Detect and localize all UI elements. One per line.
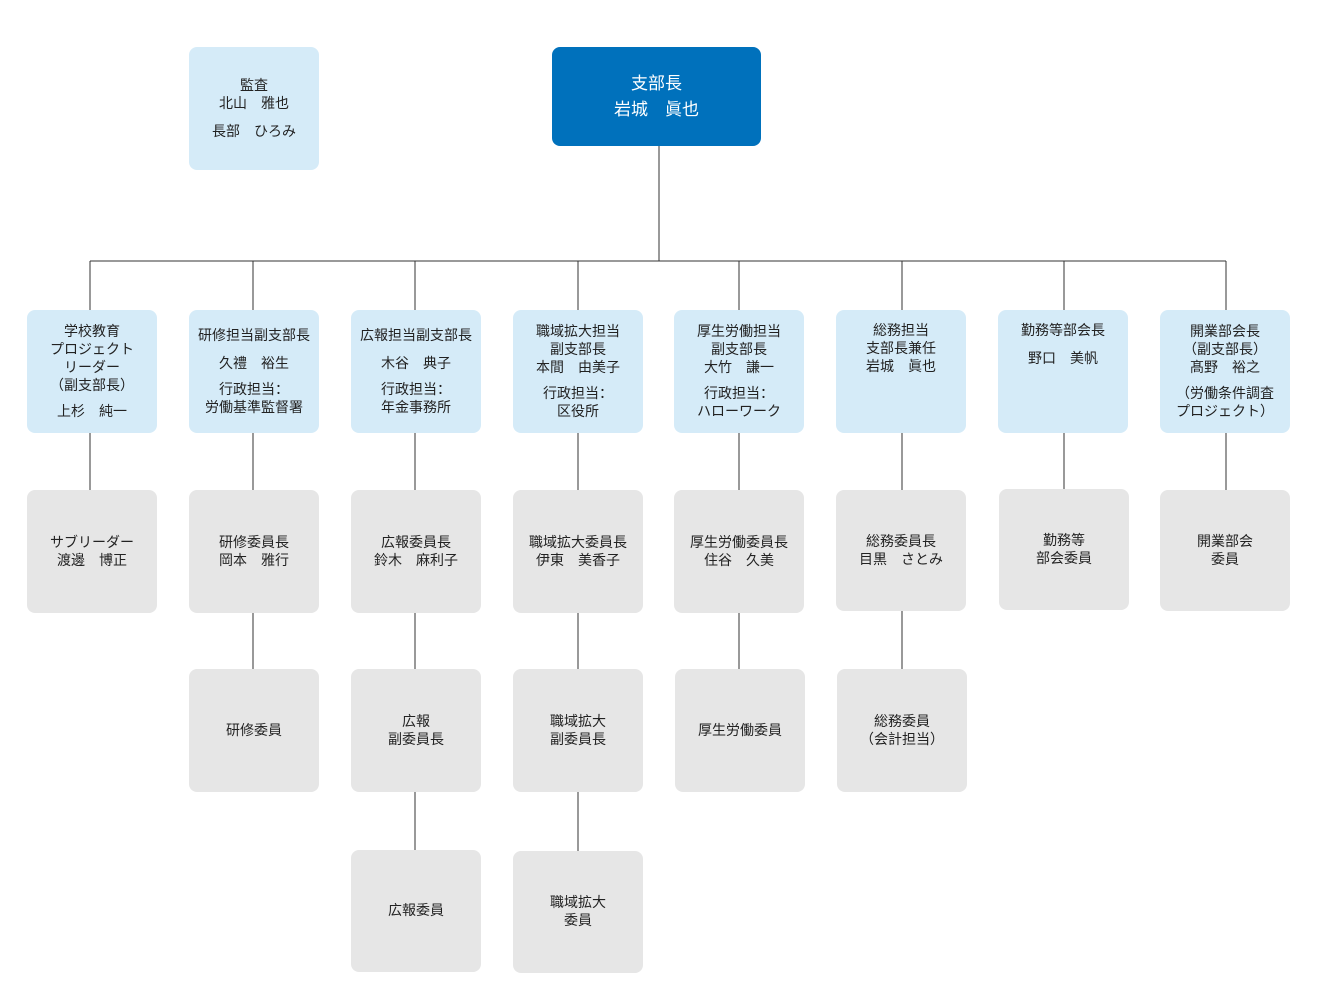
- committee-line: 広報委員: [388, 903, 444, 919]
- division-box: 総務担当 支部長兼任 岩城 眞也: [836, 310, 966, 433]
- committee-line: 広報: [402, 713, 430, 730]
- head-title: 支部長: [631, 73, 682, 94]
- division-admin: ハローワーク: [697, 403, 781, 420]
- division-role: 支部長兼任: [866, 341, 936, 357]
- division-name: 久禮 裕生: [219, 355, 289, 372]
- committee-line: 伊東 美香子: [536, 552, 620, 569]
- division-role: 総務担当: [873, 323, 929, 339]
- head-name: 岩城 眞也: [614, 99, 699, 120]
- division-role: 厚生労働担当: [697, 323, 781, 340]
- committee-line: 広報委員長: [381, 534, 451, 551]
- division-note: （労働条件調査: [1176, 385, 1274, 402]
- division-admin: 労働基準監督署: [205, 399, 303, 416]
- division-name: 大竹 謙一: [704, 359, 774, 376]
- committee-box: 総務委員長 目黒 さとみ: [836, 490, 966, 611]
- division-role: 学校教育: [64, 323, 120, 340]
- committee-box: 勤務等 部会委員: [999, 489, 1129, 610]
- committee-line: 勤務等: [1043, 532, 1085, 549]
- audit-member: 長部 ひろみ: [212, 123, 296, 140]
- committee-line: 鈴木 麻利子: [374, 552, 458, 569]
- division-box: 勤務等部会長 野口 美帆: [998, 310, 1128, 433]
- committee-line: 開業部会: [1197, 533, 1253, 550]
- committee-box: 厚生労働委員長 住谷 久美: [674, 490, 804, 613]
- committee-line: （会計担当）: [860, 731, 944, 748]
- division-role: （副支部長）: [1183, 341, 1267, 358]
- division-role: （副支部長）: [50, 377, 134, 394]
- committee-box: 職域拡大 委員: [513, 851, 643, 973]
- committee-line: 副委員長: [550, 731, 606, 748]
- audit-member: 北山 雅也: [219, 95, 289, 112]
- division-name: 本間 由美子: [536, 359, 620, 376]
- head-box: 支部長 岩城 眞也: [552, 47, 761, 146]
- committee-box: 広報 副委員長: [351, 669, 481, 792]
- division-admin: 行政担当：: [543, 385, 613, 402]
- division-role: 広報担当副支部長: [360, 327, 472, 344]
- committee-box: 研修委員長 岡本 雅行: [189, 490, 319, 613]
- committee-box: 総務委員 （会計担当）: [837, 669, 967, 792]
- division-admin: 区役所: [557, 403, 599, 420]
- division-name: 髙野 裕之: [1190, 359, 1260, 376]
- committee-line: 岡本 雅行: [219, 552, 289, 569]
- audit-box: 監査 北山 雅也 長部 ひろみ: [189, 47, 319, 170]
- division-box: 広報担当副支部長 木谷 典子 行政担当： 年金事務所: [351, 310, 481, 433]
- committee-line: 渡邊 博正: [57, 552, 127, 569]
- committee-box: 厚生労働委員: [675, 669, 805, 792]
- division-admin: 行政担当：: [219, 381, 289, 398]
- committee-line: 職域拡大: [550, 713, 606, 730]
- committee-line: 目黒 さとみ: [859, 551, 943, 568]
- committee-line: 委員: [1211, 551, 1239, 568]
- division-role: 副支部長: [711, 341, 767, 358]
- committee-line: 職域拡大: [550, 895, 606, 911]
- committee-line: 住谷 久美: [704, 552, 774, 569]
- committee-line: 職域拡大委員長: [529, 534, 627, 551]
- division-admin: 年金事務所: [381, 399, 451, 416]
- committee-box: 職域拡大委員長 伊東 美香子: [513, 490, 643, 613]
- committee-line: 副委員長: [388, 731, 444, 748]
- division-name: 岩城 眞也: [866, 359, 936, 375]
- division-box: 開業部会長 （副支部長） 髙野 裕之 （労働条件調査 プロジェクト）: [1160, 310, 1290, 433]
- division-role: リーダー: [64, 359, 120, 376]
- division-role: 開業部会長: [1190, 323, 1260, 340]
- division-name: 上杉 純一: [57, 403, 127, 420]
- division-note: プロジェクト）: [1176, 403, 1274, 420]
- committee-line: 総務委員長: [866, 533, 936, 550]
- division-box: 職域拡大担当 副支部長 本間 由美子 行政担当： 区役所: [513, 310, 643, 433]
- committee-line: 部会委員: [1036, 550, 1092, 567]
- division-role: 副支部長: [550, 341, 606, 358]
- committee-box: 研修委員: [189, 669, 319, 792]
- committee-line: 厚生労働委員長: [690, 534, 788, 551]
- division-role: 職域拡大担当: [536, 323, 620, 340]
- committee-line: 厚生労働委員: [698, 722, 782, 739]
- division-name: 木谷 典子: [381, 355, 451, 372]
- division-role: 勤務等部会長: [1021, 323, 1105, 339]
- division-role: 研修担当副支部長: [198, 327, 310, 344]
- division-admin: 行政担当：: [704, 385, 774, 402]
- committee-box: サブリーダー 渡邊 博正: [27, 490, 157, 613]
- division-role: プロジェクト: [50, 341, 134, 358]
- committee-line: 総務委員: [874, 713, 930, 730]
- division-box: 厚生労働担当 副支部長 大竹 謙一 行政担当： ハローワーク: [674, 310, 804, 433]
- committee-line: 研修委員: [226, 722, 282, 739]
- division-box: 学校教育 プロジェクト リーダー （副支部長） 上杉 純一: [27, 310, 157, 433]
- committee-box: 開業部会 委員: [1160, 490, 1290, 611]
- committee-line: 研修委員長: [219, 534, 289, 551]
- division-admin: 行政担当：: [381, 381, 451, 398]
- committee-box: 広報委員: [351, 850, 481, 972]
- committee-line: サブリーダー: [50, 534, 134, 551]
- committee-box: 職域拡大 副委員長: [513, 669, 643, 792]
- division-name: 野口 美帆: [1028, 351, 1098, 367]
- audit-title: 監査: [240, 77, 268, 94]
- division-box: 研修担当副支部長 久禮 裕生 行政担当： 労働基準監督署: [189, 310, 319, 433]
- committee-box: 広報委員長 鈴木 麻利子: [351, 490, 481, 613]
- committee-line: 委員: [564, 913, 592, 929]
